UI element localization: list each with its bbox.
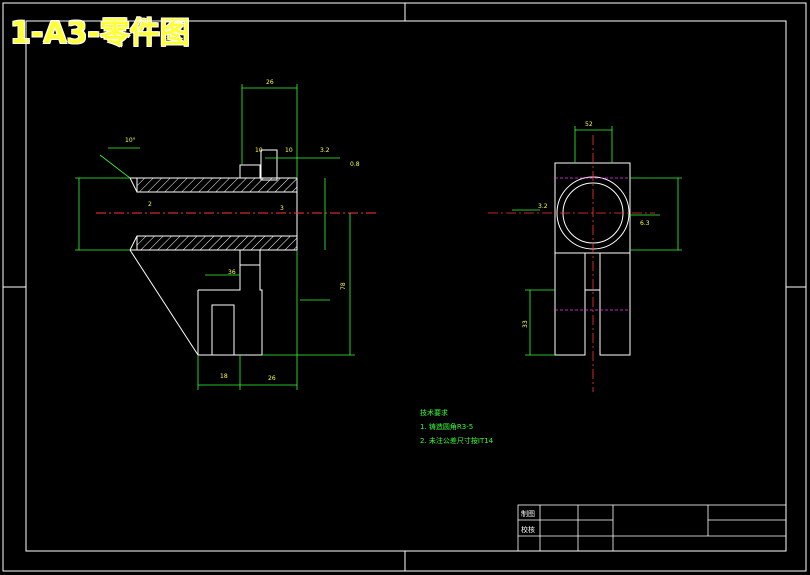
dim-label: 6.3: [640, 220, 650, 227]
dim-label: 52: [585, 121, 593, 128]
title-block-check-label: 校核: [521, 525, 535, 534]
dim-label: 3.2: [538, 203, 548, 210]
right-dimension-lines: [512, 126, 682, 356]
dim-label: 18: [220, 373, 228, 380]
notes-item-2: 2. 未注公差尺寸按IT14: [420, 436, 494, 445]
dim-label: 0.8: [350, 161, 360, 168]
dim-label: 10°: [125, 137, 136, 144]
notes-item-1: 1. 铸造圆角R3-5: [420, 422, 473, 431]
dim-label: 3: [280, 205, 284, 212]
right-dimension-labels: 52 3.2 6.3 33: [522, 121, 650, 328]
right-centerlines: [488, 135, 655, 392]
left-dimension-lines: [75, 84, 355, 390]
right-end-view: [554, 162, 631, 356]
dim-label: 3.2: [320, 147, 330, 154]
dim-label: 78: [340, 282, 347, 290]
dim-label: 26: [268, 375, 276, 382]
left-dimension-labels: 26 10 2 3 36 78 18 26 10 0.8 3.2 10°: [125, 79, 360, 382]
dim-label: 33: [522, 320, 529, 328]
dim-label: 10: [255, 147, 263, 154]
left-section-view: [129, 149, 298, 356]
notes-heading: 技术要求: [420, 408, 448, 417]
title-block: [517, 504, 787, 552]
dim-label: 2: [148, 201, 152, 208]
dim-label: 36: [228, 269, 236, 276]
title-block-draw-label: 制图: [521, 509, 535, 518]
page-title: 1-A3-零件图: [10, 16, 190, 51]
dim-label: 26: [266, 79, 274, 86]
right-hidden-lines: [555, 177, 630, 311]
technical-notes: 技术要求 1. 铸造圆角R3-5 2. 未注公差尺寸按IT14: [420, 408, 494, 445]
dim-label: 10: [285, 147, 293, 154]
